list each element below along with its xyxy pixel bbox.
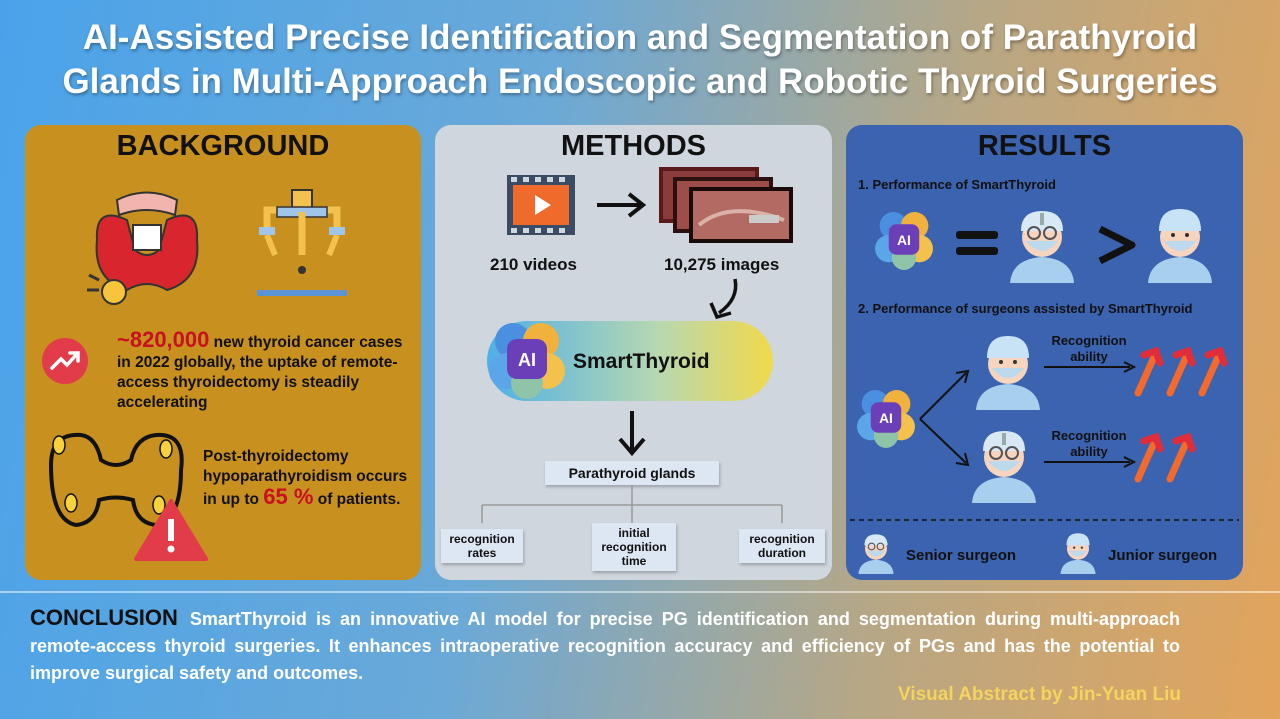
methods-panel: METHODS 210 videos 10,275 images <box>435 125 832 580</box>
title-line-2: Glands in Multi-Approach Endoscopic and … <box>62 62 1218 101</box>
arrow-down-icon <box>618 411 646 457</box>
senior-surgeon-legend-icon <box>858 534 894 574</box>
senior-surgeon-avatar <box>1010 211 1074 283</box>
cancer-cases-text: new thyroid cancer cases in 2022 globall… <box>117 334 403 411</box>
junior-surgeon-avatar <box>976 336 1040 410</box>
thyroid-cancer-stat: ~820,000 new thyroid cancer cases in 202… <box>117 327 417 413</box>
conclusion-text: SmartThyroid is an innovative AI model f… <box>30 609 1180 683</box>
hypoparathyroidism-number: 65 % <box>263 484 314 509</box>
ai-badge-text: AI <box>518 350 536 370</box>
ai-badge-text: AI <box>897 233 911 248</box>
hypoparathyroidism-tail: of patients. <box>313 491 401 508</box>
junior-surgeon-legend-icon <box>1060 533 1096 574</box>
results-panel: RESULTS 1. Performance of SmartThyroid A… <box>846 125 1243 580</box>
ai-brain-icon: AI <box>875 212 933 270</box>
trending-up-icon <box>42 338 88 384</box>
results-heading: RESULTS <box>977 130 1112 162</box>
tree-connector <box>481 485 783 523</box>
surgical-robot-icon <box>257 189 347 296</box>
metric-recognition-duration: recognition duration <box>739 529 825 563</box>
ai-badge-text: AI <box>879 411 893 426</box>
metric-initial-recognition-time: initial recognition time <box>592 523 676 571</box>
parathyroid-gland-icon <box>48 432 184 528</box>
recognition-label-junior: Recognition ability <box>1051 333 1127 364</box>
improvement-arrows-icon <box>1134 432 1196 483</box>
background-panel: BACKGROUND ~820,000 new thyroid cancer c… <box>25 125 421 580</box>
methods-heading: METHODS <box>561 130 706 162</box>
arrow-right-icon <box>1044 456 1137 468</box>
senior-surgeon-avatar <box>972 431 1036 503</box>
equals-icon <box>956 231 998 255</box>
cancer-cases-number: ~820,000 <box>117 327 210 352</box>
junior-surgeon-avatar <box>1148 209 1212 283</box>
curved-arrow-icon <box>709 278 738 320</box>
section-divider <box>0 591 1280 593</box>
hypoparathyroidism-text: Post-thyroidectomy hypoparathyroidism oc… <box>203 448 408 508</box>
thyroid-organ-icon <box>87 191 199 305</box>
videos-label: 210 videos <box>490 255 577 274</box>
conclusion-heading: CONCLUSION <box>30 605 178 630</box>
recognition-label-senior: Recognition ability <box>1051 428 1127 459</box>
arrow-right-icon <box>1044 361 1137 373</box>
ai-brain-icon: AI <box>857 390 915 448</box>
surgical-images-icon <box>659 167 793 243</box>
images-label: 10,275 images <box>664 255 780 274</box>
legend-senior: Senior surgeon <box>906 547 1017 564</box>
title-line-1: AI-Assisted Precise Identification and S… <box>82 18 1198 57</box>
metric-recognition-rates: recognition rates <box>441 529 523 563</box>
ai-brain-icon: AI <box>489 323 565 399</box>
arrow-right-icon <box>597 192 647 218</box>
background-heading: BACKGROUND <box>116 130 330 162</box>
page-title: AI-Assisted Precise Identification and S… <box>0 16 1280 104</box>
warning-icon <box>134 499 208 561</box>
section-1-label: 1. Performance of SmartThyroid <box>858 177 1056 192</box>
section-2-label: 2. Performance of surgeons assisted by S… <box>858 301 1193 316</box>
parathyroid-glands-box: Parathyroid glands <box>545 461 719 485</box>
legend-divider <box>850 519 1239 521</box>
improvement-arrows-icon <box>1134 346 1228 397</box>
branch-arrows <box>919 369 970 467</box>
legend-junior: Junior surgeon <box>1108 547 1218 564</box>
hypoparathyroidism-stat: Post-thyroidectomy hypoparathyroidism oc… <box>203 447 413 510</box>
credit: Visual Abstract by Jin-Yuan Liu <box>898 684 1181 705</box>
smartthyroid-label: SmartThyroid <box>573 350 710 373</box>
video-icon <box>507 175 575 235</box>
greater-than-icon <box>1098 225 1136 265</box>
